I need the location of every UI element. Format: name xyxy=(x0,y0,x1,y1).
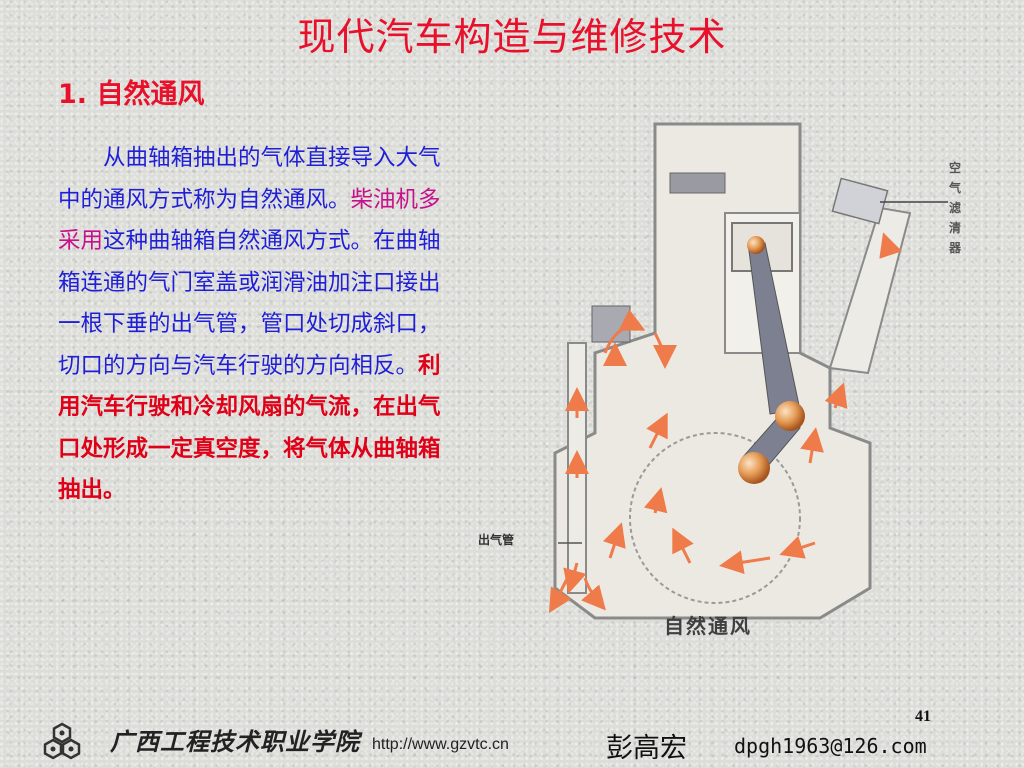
diagram-caption: 自然通风 xyxy=(664,614,752,638)
body-text-emphasis: 利用汽车行驶和冷却风扇的气流，在出气口处形成一定真空度，将气体从曲轴箱抽出。 xyxy=(58,352,441,504)
school-logo-icon xyxy=(43,722,81,760)
footer-school-name: 广西工程技术职业学院 xyxy=(110,727,360,756)
natural-ventilation-diagram xyxy=(548,122,948,620)
air-filter-label: 空气滤清器 xyxy=(948,161,961,255)
section-heading: 1. 自然通风 xyxy=(58,79,205,110)
valve-cover xyxy=(669,172,726,194)
slide-title: 现代汽车构造与维修技术 xyxy=(297,15,727,59)
footer-url: http://www.gzvtc.cn xyxy=(372,736,509,753)
body-text-description: 这种曲轴箱自然通风方式。在曲轴箱连通的气门室盖或润滑油加注口接出一根下垂的出气管… xyxy=(58,228,441,379)
airflow-arrows xyxy=(548,232,903,614)
air-filter xyxy=(831,177,889,225)
air-filter-tube xyxy=(828,206,912,375)
crankcase-circle xyxy=(629,432,801,604)
body-text-intro: 从曲轴箱抽出的气体直接导入大气中的通风方式称为自然通风。 xyxy=(58,145,441,213)
engine-block-outline xyxy=(553,122,872,620)
footer-author: 彭高宏 xyxy=(606,733,687,764)
footer-email: dpgh1963@126.com xyxy=(734,734,927,758)
body-text-diesel-highlight: 柴油机多采用 xyxy=(58,186,441,255)
body-paragraph: 从曲轴箱抽出的气体直接导入大气中的通风方式称为自然通风。柴油机多采用这种曲轴箱自… xyxy=(58,138,443,512)
outlet-pipe-label: 出气管 xyxy=(478,533,515,547)
oil-filler-neck xyxy=(591,305,631,343)
page-number: 41 xyxy=(915,708,931,725)
